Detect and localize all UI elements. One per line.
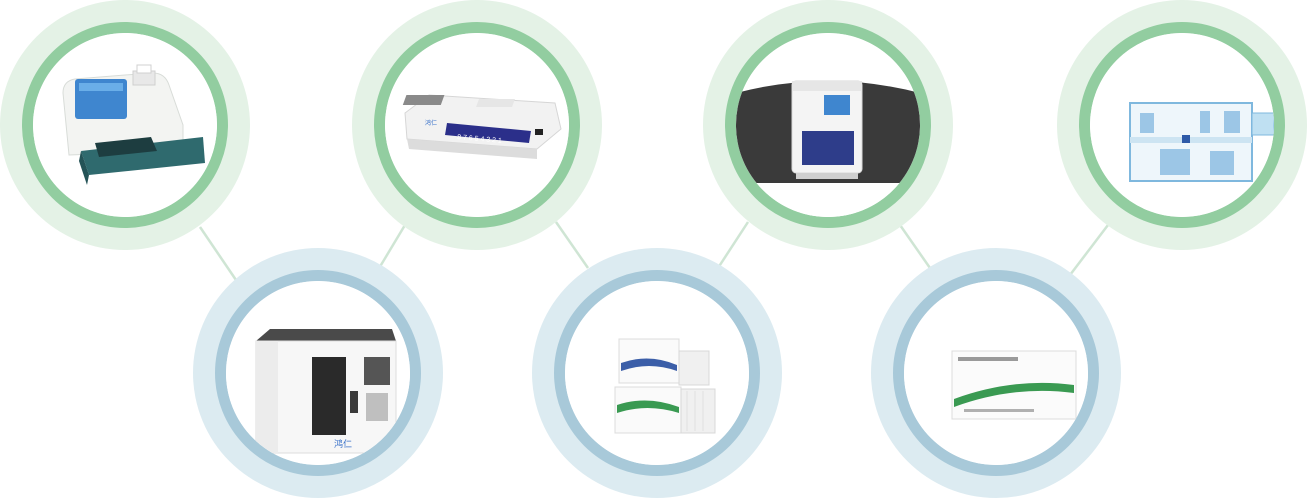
connector-4-5 <box>716 221 750 269</box>
urine-analyzer-image <box>33 33 217 217</box>
reagent-kit-stack-image <box>565 281 749 465</box>
product-circle-urine-analyzer[interactable] <box>0 0 250 250</box>
reagent-kit-box-image <box>904 281 1088 465</box>
product-circle-strip-reader[interactable]: 8 7 6 5 4 3 2 1 鸿仁 <box>352 0 602 250</box>
lab-workstation-image <box>1090 33 1274 217</box>
screen-icon <box>824 95 850 115</box>
channel-bar <box>445 123 531 143</box>
connector-2-3 <box>376 224 407 271</box>
connector-3-4 <box>554 221 590 269</box>
strip-reader-image: 8 7 6 5 4 3 2 1 鸿仁 <box>385 33 569 217</box>
product-circle-reagent-kit-box[interactable] <box>871 248 1121 498</box>
connector-6-7 <box>1069 224 1109 276</box>
product-circle-automatic-analyzer[interactable]: 鸿仁 <box>193 248 443 498</box>
pcr-instrument-image <box>736 33 920 217</box>
svg-text:8 7 6 5 4 3 2 1: 8 7 6 5 4 3 2 1 <box>457 134 502 145</box>
logo-icon <box>1182 135 1190 143</box>
connector-1-2 <box>198 226 238 281</box>
svg-text:鸿仁: 鸿仁 <box>425 119 437 127</box>
automatic-analyzer-image: 鸿仁 <box>226 281 410 465</box>
product-circle-reagent-kit-stack[interactable] <box>532 248 782 498</box>
connector-5-6 <box>898 224 932 269</box>
brand-logo: 鸿仁 <box>334 438 352 449</box>
product-circle-lab-workstation[interactable] <box>1057 0 1307 250</box>
product-circle-pcr-instrument[interactable] <box>703 0 953 250</box>
